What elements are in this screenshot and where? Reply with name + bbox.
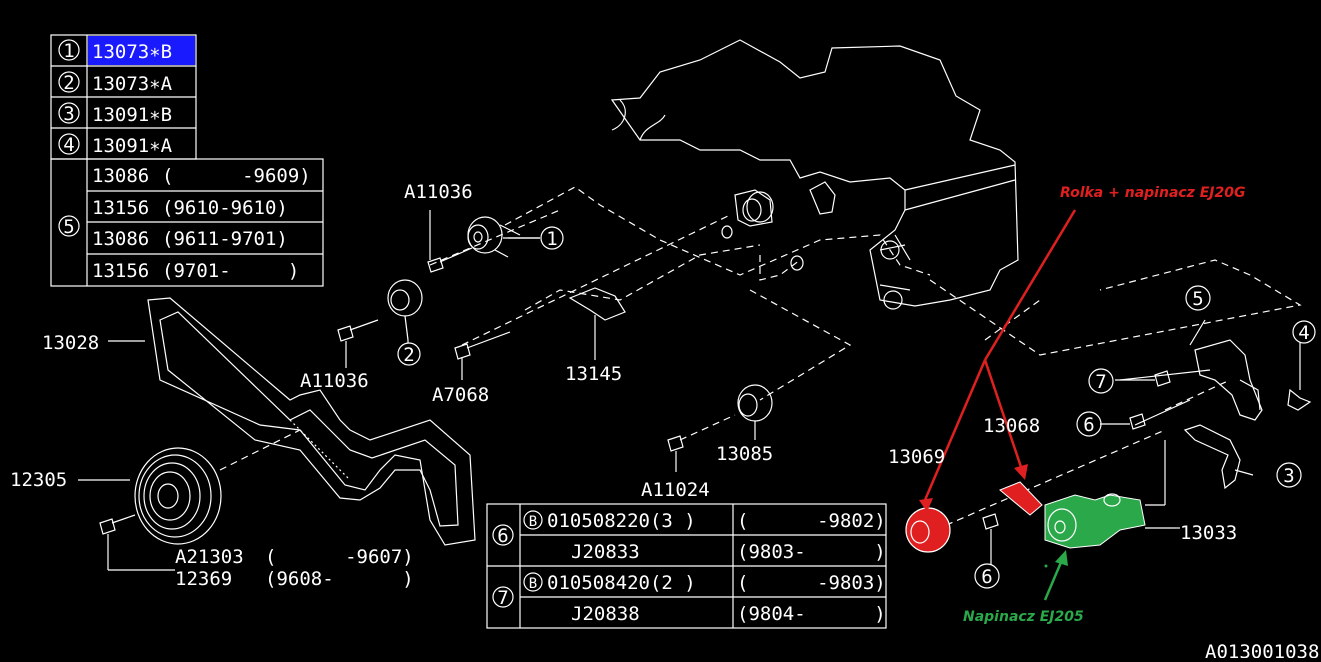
label-a11036-top: A11036	[404, 181, 473, 203]
callout-4: 4	[1298, 322, 1309, 344]
tensioner-bracket	[1119, 319, 1312, 490]
callout-7: 7	[1095, 371, 1106, 393]
annotation-green-note: Napinacz EJ205	[963, 609, 1084, 625]
table-num-5: 5	[63, 216, 74, 238]
b-mark-7: B	[529, 576, 537, 592]
leader-lines	[78, 237, 1254, 529]
table-row-4-code: 13091∗A	[92, 135, 173, 157]
table-5b-code: 13156	[92, 197, 149, 219]
label-a7068: A7068	[432, 384, 489, 406]
label-12305: 12305	[10, 469, 67, 491]
crank-sprocket	[721, 181, 836, 271]
bolt-a11024	[667, 414, 736, 472]
highlight-cell	[88, 36, 195, 65]
label-13145: 13145	[565, 363, 622, 385]
bolt-a7068	[454, 331, 511, 380]
callout-2: 2	[403, 344, 414, 366]
table-row-2-code: 13073∗A	[92, 73, 173, 95]
green-annotation-arrow	[1043, 550, 1068, 601]
footer-code: A013001038	[1205, 641, 1319, 658]
adjuster-13068	[999, 481, 1043, 516]
label-a11036-mid: A11036	[300, 370, 369, 392]
label-13028: 13028	[42, 332, 99, 354]
table-5d-code: 13156	[92, 260, 149, 282]
bolt-7a-range: ( -9803)	[737, 572, 886, 594]
callout-5: 5	[1192, 288, 1203, 310]
bolt-7	[1115, 370, 1171, 387]
bolt-6-upper	[1100, 413, 1146, 430]
bracket-13145	[568, 287, 626, 360]
label-a21303: A21303	[175, 546, 244, 568]
tensioner-13033	[1044, 440, 1175, 549]
idler-13085	[737, 384, 773, 440]
callout-3: 3	[1283, 465, 1294, 487]
red-annotation-arrows	[919, 209, 1077, 512]
parts-table: 1 13073∗B 2 13073∗A 3 13091∗B 4 13091∗A …	[50, 34, 324, 287]
bolt-7b-range: (9804- )	[737, 603, 886, 625]
label-13033: 13033	[1180, 522, 1237, 544]
bolt-a11036-top	[427, 210, 473, 273]
tensioner-axis	[934, 429, 1166, 531]
callout-6-upper: 6	[1083, 414, 1094, 436]
table-num-4: 4	[63, 134, 74, 156]
engine-block	[610, 39, 1019, 310]
table-5d-range: (9701- )	[162, 260, 299, 282]
label-a11024: A11024	[641, 479, 710, 501]
table-5c-range: (9611-9701)	[162, 228, 288, 250]
timing-cover-outline	[504, 186, 1302, 401]
table-row-3-code: 13091∗B	[92, 104, 172, 126]
label-13069: 13069	[888, 446, 945, 468]
table-num-2: 2	[63, 72, 74, 94]
bolt-table-num-6: 6	[497, 525, 508, 547]
bolt-6b-part: J20833	[571, 541, 640, 563]
table-5b-range: (9610-9610)	[162, 197, 288, 219]
label-13068: 13068	[983, 415, 1040, 437]
crank-pulley-12305	[134, 429, 301, 545]
b-mark-6: B	[529, 514, 537, 530]
bolt-6a-part: 010508220(3 )	[547, 510, 696, 532]
roller-13069	[905, 507, 951, 553]
label-12369-range: (9608- )	[265, 568, 414, 590]
idler-pulley-2	[387, 279, 423, 341]
table-5a-range: ( -9609)	[162, 165, 311, 187]
label-13085: 13085	[716, 443, 773, 465]
table-num-1: 1	[63, 40, 74, 62]
annotation-red-note: Rolka + napinacz EJ20G	[1060, 185, 1245, 201]
bolt-a11036-mid	[337, 319, 379, 368]
timing-belt	[147, 297, 476, 546]
bolt-table-num-7: 7	[497, 587, 508, 609]
bolt-table: 6 B 010508220(3 ) ( -9802) J20833 (9803-…	[486, 503, 887, 629]
bolt-6b-range: (9803- )	[737, 541, 886, 563]
table-num-3: 3	[63, 103, 74, 125]
bolt-6-lower	[982, 513, 999, 565]
bolt-a21303	[99, 514, 175, 571]
center-line-1	[461, 214, 731, 346]
table-5c-code: 13086	[92, 228, 149, 250]
label-12369: 12369	[175, 568, 232, 590]
table-row-1-code: 13073∗B	[92, 41, 172, 63]
bolt-7a-part: 010508420(2 )	[547, 572, 696, 594]
bolt-6a-range: ( -9802)	[737, 510, 886, 532]
callout-1: 1	[546, 228, 557, 250]
label-a21303-range: ( -9607)	[265, 546, 414, 568]
table-5a-code: 13086	[92, 165, 149, 187]
bolt-7b-part: J20838	[571, 603, 640, 625]
callout-6-lower: 6	[981, 566, 992, 588]
idler-pulley-1	[467, 216, 540, 258]
